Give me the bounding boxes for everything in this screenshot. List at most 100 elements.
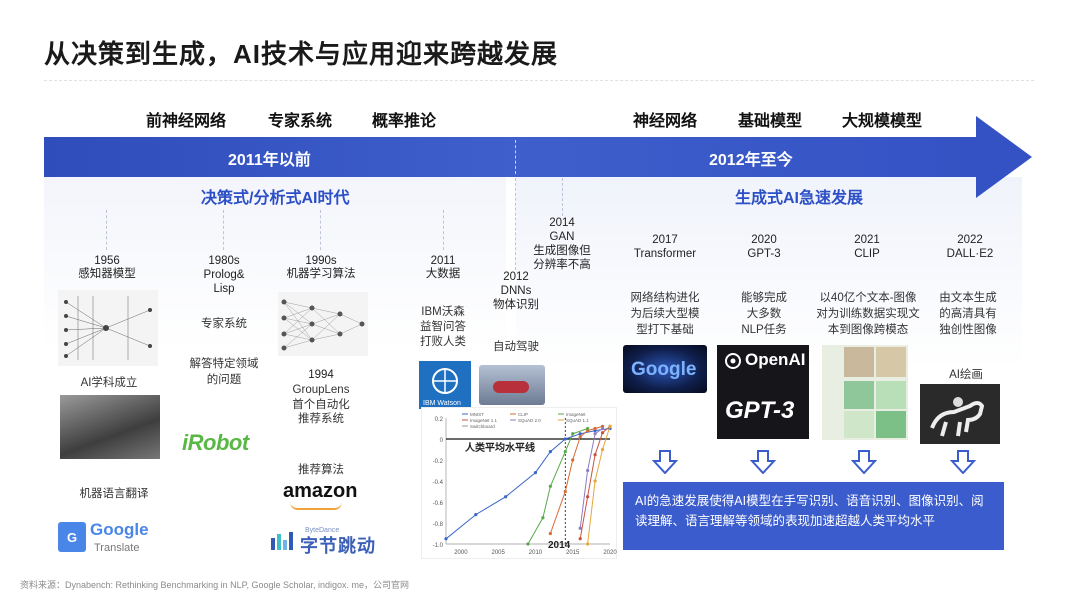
- model-desc: AI绘画: [949, 369, 983, 381]
- year-label: 2012: [503, 271, 529, 283]
- event-label: GroupLens: [292, 384, 350, 396]
- model-desc: 网络结构进化: [630, 292, 700, 304]
- milestone-label: 机器语言翻译: [79, 488, 149, 500]
- event-label: 感知器模型: [78, 268, 136, 280]
- page-title: 从决策到生成，AI技术与应用迎来跨越发展: [44, 39, 559, 69]
- year-label: 1990s: [305, 255, 337, 267]
- data-point: [608, 424, 612, 428]
- model-desc: 的高清具有: [939, 308, 997, 320]
- y-tick-label: -0.6: [433, 501, 444, 507]
- human-level-label: 人类平均水平线: [465, 443, 535, 454]
- dog-photo: [844, 347, 874, 377]
- model-desc: 由文本生成: [939, 292, 997, 304]
- event-label: 机器学习算法: [286, 268, 356, 280]
- connector-line: [443, 210, 444, 250]
- model-desc: 型打下基础: [636, 324, 694, 336]
- era-label: 概率推论: [372, 113, 437, 130]
- data-point: [563, 437, 567, 441]
- model-desc: 本到图像跨模态: [827, 324, 909, 336]
- year-label: 1956: [94, 255, 120, 267]
- model-desc: 对为训练数据实现文: [816, 308, 920, 320]
- data-point: [586, 426, 590, 431]
- model-desc: 独创性图像: [939, 324, 997, 336]
- data-point: [578, 435, 582, 439]
- sub-label: IBM沃森: [421, 306, 465, 318]
- down-arrow-icon: [652, 450, 678, 474]
- chart-year-label: 2014: [548, 540, 571, 551]
- milestone-label: AI学科成立: [80, 377, 138, 389]
- connector-line: [223, 210, 224, 250]
- event-label: 大数据: [425, 268, 461, 280]
- data-point: [593, 453, 597, 457]
- sub-label: 推荐算法: [298, 464, 344, 476]
- down-arrow-icon: [851, 450, 877, 474]
- down-arrow-icon: [750, 450, 776, 474]
- amazon-logo: amazon: [283, 480, 358, 502]
- data-point: [586, 468, 590, 473]
- horse-silhouette-icon: [930, 397, 985, 437]
- year-label: 1980s: [208, 255, 240, 267]
- event-label: Lisp: [213, 283, 235, 295]
- y-tick-label: 0: [440, 438, 444, 444]
- data-point: [571, 432, 575, 436]
- gpt3-text: GPT-3: [725, 397, 795, 424]
- timeline-divider: [515, 140, 516, 174]
- bar-label-right: 2012年至今: [709, 152, 793, 169]
- event-label: 分辨率不高: [533, 259, 591, 271]
- ibm-watson-text: IBM Watson: [423, 400, 461, 407]
- openai-icon: [725, 353, 741, 369]
- perceptron-diagram-image: [58, 290, 158, 366]
- era-label: 前神经网络: [146, 113, 227, 130]
- legend-label: ImageNet: [566, 412, 586, 417]
- y-tick-label: 0.2: [435, 417, 444, 423]
- data-point: [526, 542, 530, 546]
- y-tick-label: -0.2: [433, 459, 444, 465]
- sub-label: 专家系统: [201, 318, 247, 330]
- event-label: 生成图像但: [533, 245, 591, 257]
- series-line: [587, 426, 611, 545]
- section-label-right: 生成式AI急速发展: [735, 190, 864, 207]
- model-name: Transformer: [633, 248, 697, 260]
- year-label: 2020: [751, 234, 777, 246]
- model-desc: 为后续大型模: [630, 308, 700, 320]
- y-tick-label: -0.4: [433, 480, 444, 486]
- data-point: [548, 484, 552, 488]
- sub-label: 打败人类: [420, 336, 466, 348]
- era-label: 基础模型: [738, 113, 803, 130]
- section-label-left: 决策式/分析式AI时代: [201, 190, 350, 207]
- connector-line: [106, 210, 107, 250]
- model-desc: 能够完成: [741, 292, 787, 304]
- x-tick-label: 2015: [566, 550, 580, 556]
- openai-text: OpenAI: [745, 350, 806, 369]
- data-point: [593, 432, 597, 436]
- model-name: GPT-3: [747, 248, 781, 260]
- data-point: [571, 458, 575, 462]
- bytedance-icon: [271, 532, 293, 550]
- data-point: [533, 471, 538, 475]
- clip-matrix-image: [822, 345, 908, 440]
- ibm-watson-logo: IBM Watson: [419, 361, 471, 409]
- event-label: Prolog&: [203, 269, 245, 281]
- data-point: [563, 489, 567, 494]
- event-label: 首个自动化: [292, 399, 350, 411]
- legend-label: SQuAD 2.0: [518, 418, 541, 423]
- data-point: [600, 431, 605, 435]
- event-label: 物体识别: [493, 299, 539, 311]
- google-logo-text: Google: [90, 520, 149, 539]
- data-point: [578, 537, 582, 541]
- model-desc: 大多数: [746, 308, 782, 320]
- irobot-logo: iRobot: [182, 430, 249, 455]
- era-label: 大规模模型: [842, 113, 923, 130]
- data-point: [548, 450, 552, 454]
- year-label: 2017: [652, 234, 678, 246]
- bytedance-logo: 字节跳动: [300, 536, 376, 556]
- legend-label: ImageNet 1.1: [470, 418, 498, 423]
- data-point: [578, 432, 582, 436]
- data-point: [541, 516, 545, 520]
- series-line: [527, 428, 588, 545]
- data-point: [563, 450, 567, 454]
- model-desc: NLP任务: [741, 324, 787, 336]
- year-label: 2022: [957, 234, 983, 246]
- event-label: GAN: [549, 231, 575, 243]
- sub-label: 自动驾驶: [493, 341, 539, 353]
